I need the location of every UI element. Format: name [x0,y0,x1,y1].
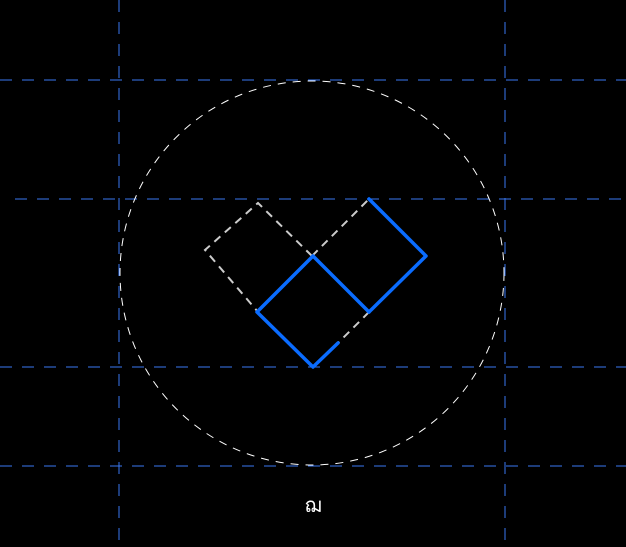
dashed-outline-left-diamond [203,201,313,313]
guide-circle [119,80,505,466]
glyph-character-label: ฌ [304,493,322,517]
glyph-stroke-upper-right [367,197,428,314]
dashed-outline-right-diamond [311,198,370,344]
glyph-stroke-lower-diamond [255,254,371,369]
